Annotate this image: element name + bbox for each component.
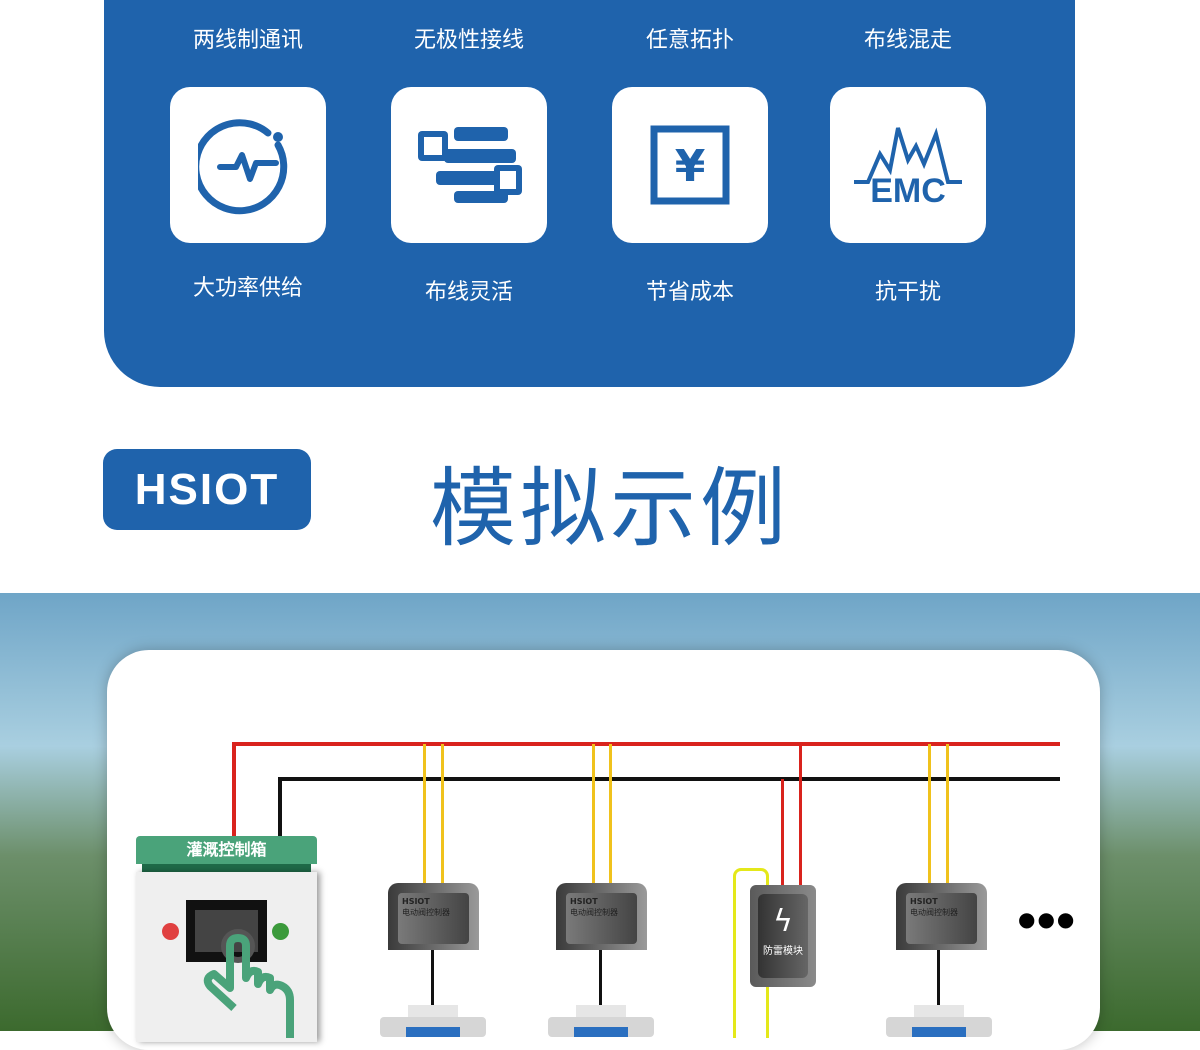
controller-label: 电动阀控制器 (910, 908, 958, 917)
yellow-wire (946, 744, 949, 884)
emc-icon: EMC (830, 87, 986, 243)
valve-wire (431, 950, 434, 1006)
more-devices-ellipsis: ●●● (1018, 907, 1077, 931)
feature-label: 节省成本 (645, 280, 734, 305)
green-indicator-light (272, 923, 289, 940)
yellow-wire (609, 744, 612, 884)
control-box-label: 灌溉控制箱 (136, 836, 317, 864)
valve-controller: HSIOT 电动阀控制器 (896, 883, 987, 950)
control-box-lid (142, 864, 311, 872)
yellow-wire (423, 744, 426, 884)
black-bus-wire (278, 777, 1060, 781)
black-wire-drop (278, 777, 282, 836)
yellow-wire (441, 744, 444, 884)
valve-controller: HSIOT 电动阀控制器 (556, 883, 647, 950)
feature-label: 大功率供给 (192, 276, 303, 301)
lightning-icon: ϟ (773, 904, 793, 939)
yellow-wire (928, 744, 931, 884)
feature-label: 布线灵活 (424, 280, 513, 305)
feature-top-label: 布线混走 (863, 28, 952, 53)
red-wire (781, 779, 784, 886)
brand-logo: HSIOT (103, 449, 311, 530)
surge-module-label: 防雷模块 (763, 946, 803, 957)
red-indicator-light (162, 923, 179, 940)
surge-protection-module: ϟ 防雷模块 (750, 885, 816, 987)
yen-cost-icon: ¥ (612, 87, 768, 243)
feature-top-label: 任意拓扑 (645, 28, 734, 53)
controller-brand: HSIOT (570, 897, 598, 906)
valve-wire (599, 950, 602, 1006)
svg-text:EMC: EMC (870, 172, 946, 210)
red-wire-drop (232, 742, 236, 836)
feature-top-label: 无极性接线 (413, 28, 524, 53)
feature-top-label: 两线制通讯 (192, 28, 303, 53)
controller-brand: HSIOT (910, 897, 938, 906)
red-wire (799, 744, 802, 886)
valve-wire (937, 950, 940, 1006)
hand-pointer-icon (203, 929, 294, 1038)
feature-label: 抗干扰 (874, 280, 941, 305)
power-pulse-icon (170, 87, 326, 243)
valve-controller: HSIOT 电动阀控制器 (388, 883, 479, 950)
controller-label: 电动阀控制器 (402, 908, 450, 917)
controller-label: 电动阀控制器 (570, 908, 618, 917)
svg-text:¥: ¥ (675, 141, 706, 192)
section-title: 模拟示例 (430, 459, 790, 559)
flexible-wiring-icon (391, 87, 547, 243)
yellow-wire (592, 744, 595, 884)
controller-brand: HSIOT (402, 897, 430, 906)
red-bus-wire (232, 742, 1060, 746)
